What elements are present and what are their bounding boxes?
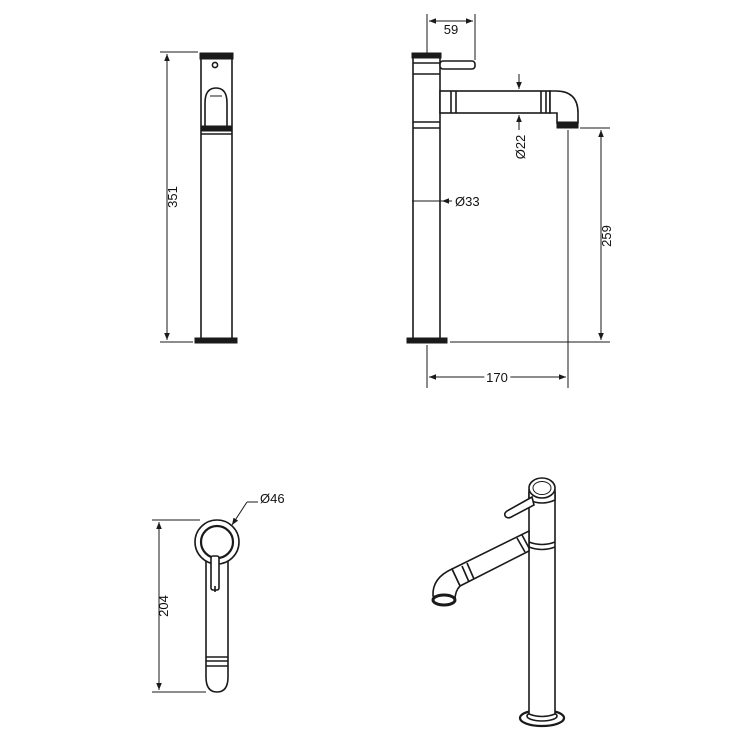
side-view-base — [406, 337, 448, 344]
overall-height-label: 351 — [165, 186, 180, 208]
plan-view: Ø46 204 — [152, 491, 285, 693]
plan-depth-label: 204 — [156, 595, 171, 617]
perspective-view — [431, 477, 566, 728]
front-view-band — [201, 125, 232, 132]
base-diameter-label: Ø46 — [260, 491, 285, 506]
front-view-base — [194, 337, 238, 344]
front-view-handle — [204, 87, 228, 126]
handle-offset-label: 59 — [444, 22, 458, 37]
spout-diameter-label: Ø22 — [513, 135, 528, 160]
perspective-body — [528, 492, 556, 718]
spout-height-label: 259 — [599, 225, 614, 247]
front-view-handle-pivot — [211, 61, 219, 69]
spout-reach-label: 170 — [486, 370, 508, 385]
side-view-body — [412, 54, 441, 340]
perspective-handle — [503, 495, 535, 519]
body-diameter-label: Ø33 — [455, 194, 480, 209]
plan-view-handle — [210, 555, 220, 591]
front-view: 351 — [160, 51, 238, 344]
side-view: 59 Ø22 Ø33 259 170 — [406, 14, 614, 388]
front-view-top-cap — [199, 52, 234, 60]
side-view-handle — [439, 60, 476, 70]
side-view-spout-elbow — [549, 90, 579, 124]
plan-view-body-ring — [199, 524, 235, 560]
perspective-spout-outlet — [431, 593, 457, 607]
side-view-spout-outlet — [556, 121, 579, 129]
